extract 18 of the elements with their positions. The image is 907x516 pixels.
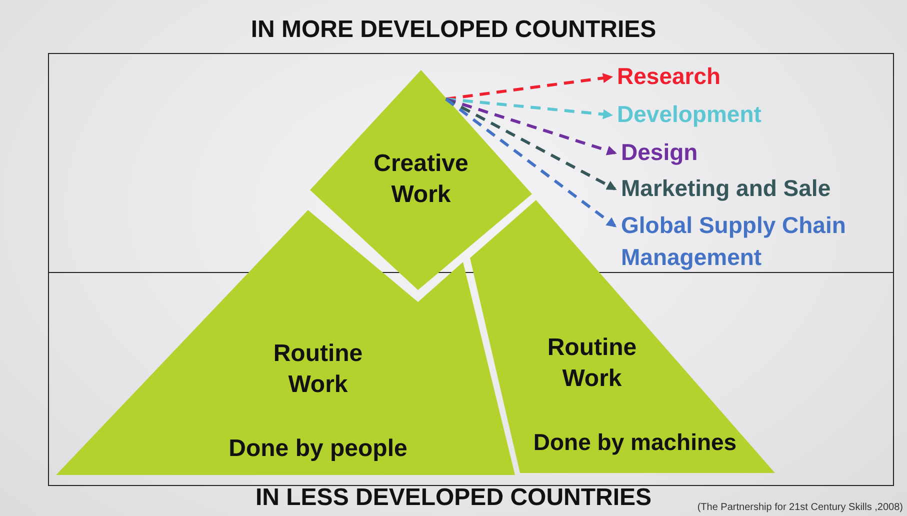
- item-label: Research: [617, 62, 722, 91]
- node-label: Creative Work: [372, 149, 470, 210]
- item-label: Marketing and Sale: [621, 174, 832, 203]
- dashed-arrow: [446, 98, 613, 120]
- item-label: Design: [621, 138, 699, 167]
- dashed-arrow: [446, 98, 617, 156]
- node-label-secondary: Done by people: [228, 434, 408, 464]
- dashed-arrow: [445, 98, 617, 228]
- title: IN MORE DEVELOPED COUNTRIES: [250, 16, 656, 43]
- item-label: Development: [617, 100, 762, 129]
- item-label: Global Supply Chain Management: [621, 211, 847, 272]
- dashed-arrow: [445, 98, 617, 190]
- node-label: Routine Work: [272, 339, 364, 400]
- node-label: Routine Work: [546, 333, 638, 394]
- bottom-heading: IN LESS DEVELOPED COUNTRIES: [255, 484, 652, 511]
- citation: (The Partnership for 21st Century Skills ,2008): [697, 502, 903, 513]
- node-label-secondary: Done by machines: [532, 428, 738, 457]
- dashed-arrow: [446, 73, 613, 100]
